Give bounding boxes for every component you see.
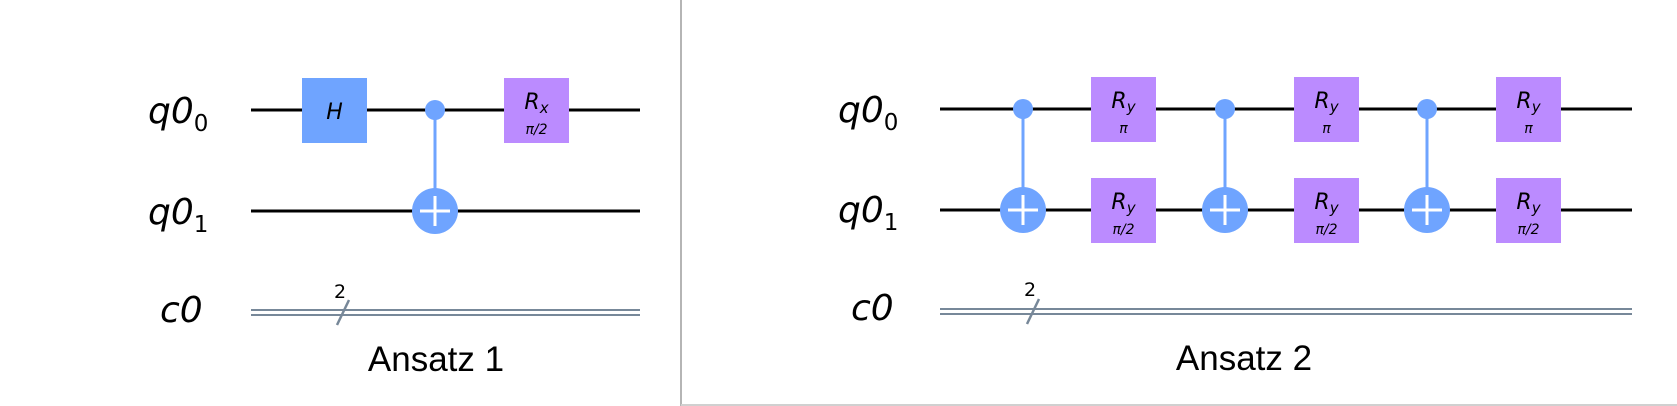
gate-ry-label: Ry	[1111, 190, 1136, 217]
gate-ry-param: π/2	[1112, 222, 1134, 238]
panel-ansatz-1: q00 q01 c0 2 H Rx π/2 Ansatz 1	[148, 78, 640, 379]
gate-ry-bottom	[1496, 178, 1561, 243]
qubit-label-q0-0: q00	[838, 90, 898, 136]
control-dot-icon	[1417, 99, 1437, 119]
bus-slash-icon	[335, 299, 351, 326]
caption-ansatz-2: Ansatz 2	[1176, 339, 1312, 378]
gate-rx-label: Rx	[524, 90, 548, 117]
layer-3: Ry π Ry π/2	[1404, 77, 1561, 243]
gate-ry-top	[1496, 77, 1561, 142]
control-dot-icon	[425, 100, 445, 120]
qubit-label-q0-1: q01	[148, 192, 208, 238]
gate-ry-bottom	[1294, 178, 1359, 243]
gate-ry-top	[1091, 77, 1156, 142]
gate-rx-param: π/2	[525, 122, 547, 138]
caption-ansatz-1: Ansatz 1	[368, 340, 504, 379]
bus-width-label: 2	[334, 281, 346, 303]
gate-ry-label: Ry	[1111, 89, 1136, 116]
gate-ry-label: Ry	[1314, 190, 1339, 217]
gate-ry-label: Ry	[1314, 89, 1339, 116]
gate-ry-param: π/2	[1517, 222, 1539, 238]
gate-rx	[504, 78, 569, 143]
gate-ry-param: π	[1119, 121, 1128, 137]
qubit-label-q0-1: q01	[838, 190, 898, 236]
classical-label-c0: c0	[160, 290, 203, 331]
control-dot-icon	[1013, 99, 1033, 119]
gate-ry-param: π	[1524, 121, 1533, 137]
gate-hadamard-label: H	[326, 100, 343, 125]
layer-2: Ry π Ry π/2	[1202, 77, 1359, 243]
gate-hadamard	[302, 78, 367, 143]
bus-width-label: 2	[1024, 279, 1036, 301]
gate-ry-bottom	[1091, 178, 1156, 243]
bus-slash-icon	[1025, 298, 1041, 325]
gate-ry-label: Ry	[1516, 190, 1541, 217]
layer-1: Ry π Ry π/2	[1000, 77, 1156, 243]
gate-ry-param: π	[1322, 121, 1331, 137]
panel-ansatz-2: q00 q01 c0 2 Ry π Ry π/2	[838, 77, 1632, 378]
qubit-label-q0-0: q00	[148, 91, 208, 137]
control-dot-icon	[1215, 99, 1235, 119]
classical-label-c0: c0	[851, 288, 894, 329]
gate-ry-label: Ry	[1516, 89, 1541, 116]
gate-ry-top	[1294, 77, 1359, 142]
gate-ry-param: π/2	[1315, 222, 1337, 238]
